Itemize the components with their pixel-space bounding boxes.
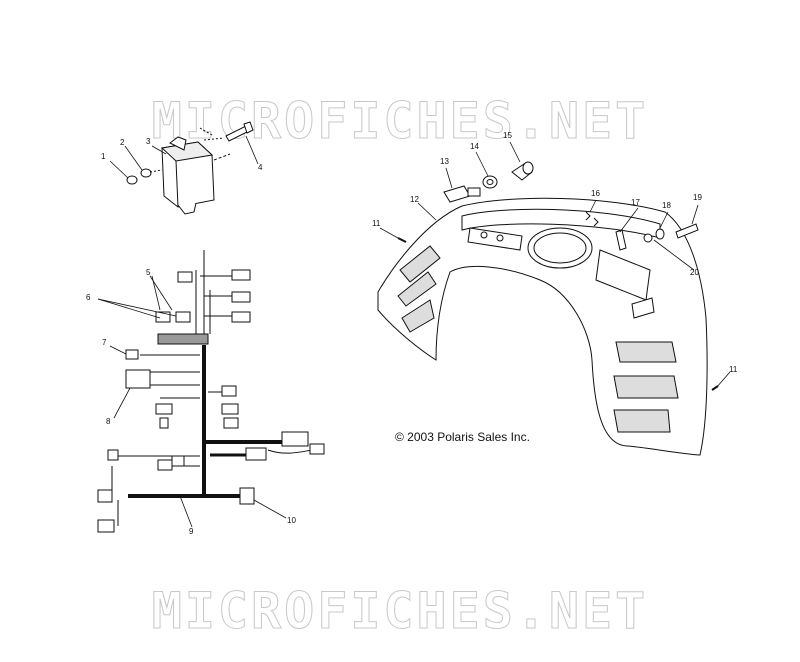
callout-10: 10 (287, 516, 296, 525)
wiring-harness (97, 250, 325, 533)
callout-12: 12 (410, 195, 419, 204)
callout-18: 18 (662, 201, 671, 210)
callout-17: 17 (631, 198, 640, 207)
hood-panel (377, 197, 708, 456)
watermark-bottom: MICROFICHES.NET (151, 582, 649, 641)
callout-19: 19 (693, 193, 702, 202)
callout-16: 16 (591, 189, 600, 198)
callout-7: 7 (102, 338, 107, 347)
callout-5: 5 (146, 268, 151, 277)
callout-2: 2 (120, 138, 125, 147)
callout-9: 9 (189, 527, 194, 536)
watermark-top: MICROFICHES.NET (151, 92, 649, 151)
callout-8: 8 (106, 417, 111, 426)
leader-lines (97, 135, 731, 528)
callout-6: 6 (86, 293, 91, 302)
callout-20: 20 (690, 268, 699, 277)
hood-hardware (397, 161, 719, 391)
callout-14: 14 (470, 142, 479, 151)
copyright-notice: © 2003 Polaris Sales Inc. (395, 430, 530, 444)
regulator-hardware (126, 121, 254, 185)
callout-13: 13 (440, 157, 449, 166)
callout-15: 15 (503, 131, 512, 140)
callout-1: 1 (101, 152, 106, 161)
callout-3: 3 (146, 137, 151, 146)
callout-11-left: 11 (372, 219, 381, 228)
callout-4: 4 (258, 163, 263, 172)
regulator-module (160, 136, 231, 215)
callout-11-right: 11 (729, 365, 738, 374)
